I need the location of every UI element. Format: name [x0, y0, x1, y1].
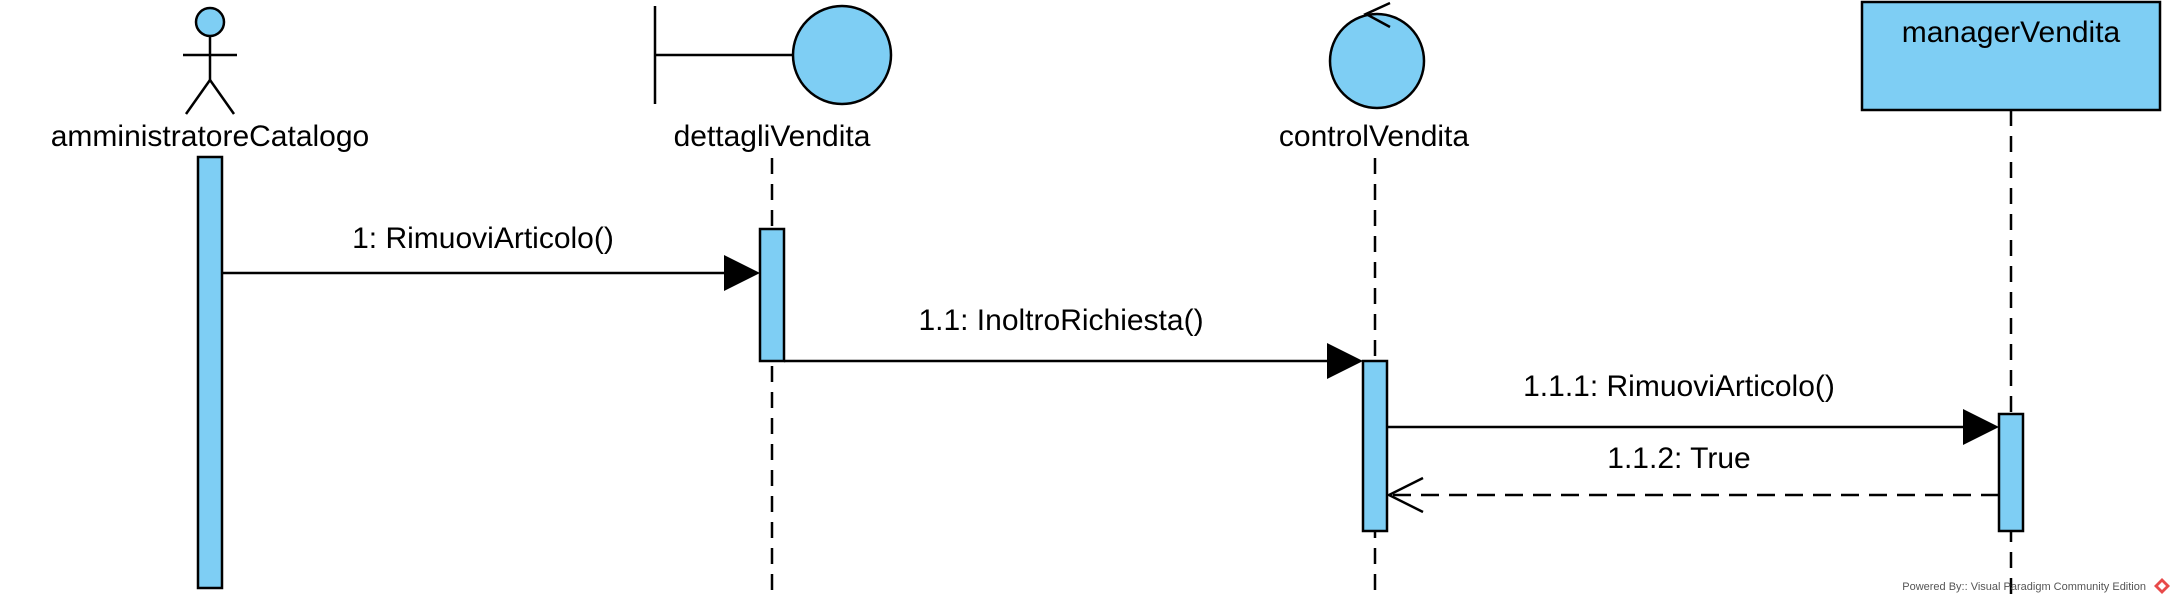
activation-bar	[1997, 412, 2025, 533]
message-1-1-2-return[interactable]: 1.1.2: True	[1386, 442, 1999, 514]
object-manager-vendita[interactable]: managerVendita	[1860, 0, 2162, 112]
message-label: 1.1.1: RimuoviArticolo()	[1523, 370, 1835, 403]
activation-bar	[758, 227, 786, 363]
message-1[interactable]: 1: RimuoviArticolo()	[222, 222, 760, 291]
visual-paradigm-logo-icon	[2154, 578, 2170, 594]
participant-name: amministratoreCatalogo	[51, 120, 369, 153]
message-1-1-1[interactable]: 1.1.1: RimuoviArticolo()	[1387, 370, 1999, 445]
participant-name: controlVendita	[1279, 120, 1469, 153]
actor-stick-figure-icon	[183, 6, 237, 115]
participant-name: dettagliVendita	[674, 120, 871, 153]
actor-amministratore-catalogo[interactable]: amministratoreCatalogo	[51, 6, 369, 153]
message-label: 1.1.2: True	[1607, 442, 1750, 475]
activation-bar	[196, 155, 224, 590]
filled-arrowhead-icon	[724, 255, 760, 291]
open-arrowhead-icon	[1386, 476, 1424, 514]
message-1-1[interactable]: 1.1: InoltroRichiesta()	[784, 304, 1363, 379]
boundary-dettagli-vendita[interactable]: dettagliVendita	[653, 4, 893, 153]
filled-arrowhead-icon	[1963, 409, 1999, 445]
watermark: Powered By:: Visual Paradigm Community E…	[1902, 578, 2170, 594]
activation-bar	[1361, 359, 1389, 533]
control-control-vendita[interactable]: controlVendita	[1279, 1, 1469, 153]
control-icon	[1328, 1, 1426, 110]
watermark-text: Powered By:: Visual Paradigm Community E…	[1902, 581, 2146, 593]
filled-arrowhead-icon	[1327, 343, 1363, 379]
message-label: 1: RimuoviArticolo()	[352, 222, 614, 255]
object-box	[1860, 0, 2162, 112]
participant-name: managerVendita	[1902, 16, 2121, 49]
boundary-icon	[653, 4, 893, 106]
message-label: 1.1: InoltroRichiesta()	[918, 304, 1203, 337]
